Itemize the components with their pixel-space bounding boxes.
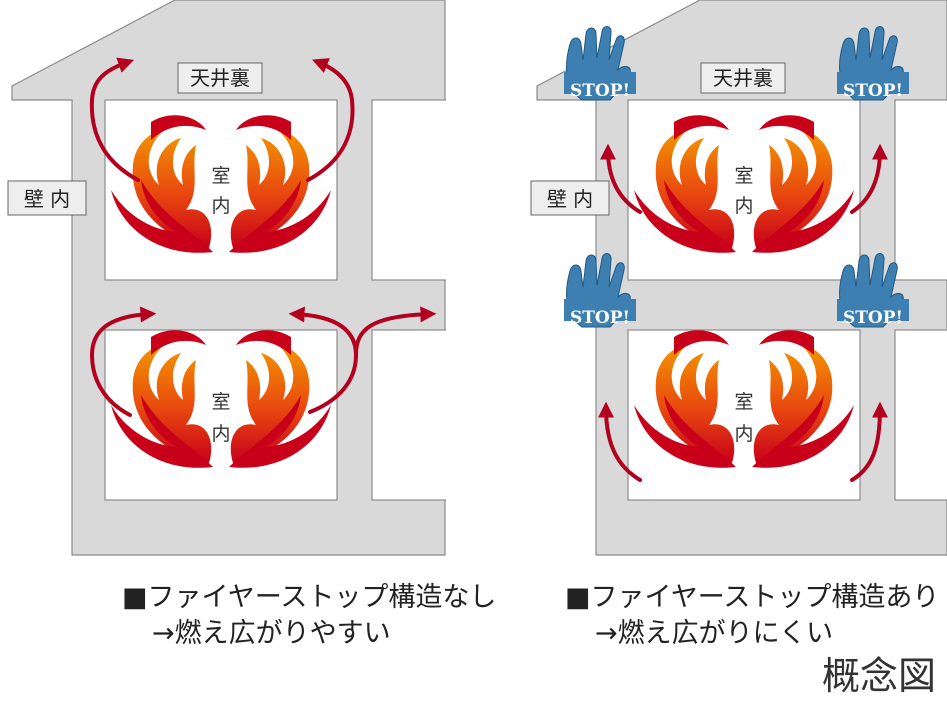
svg-text:天井裏: 天井裏 xyxy=(713,66,773,90)
caption-left-line1: ■ファイヤーストップ構造なし xyxy=(122,582,497,613)
svg-text:STOP!: STOP! xyxy=(843,308,903,328)
svg-text:STOP!: STOP! xyxy=(570,81,630,101)
room-label-lower-right-2: 内 xyxy=(734,423,753,445)
room-label-lower-left-2: 内 xyxy=(211,423,230,445)
svg-text:天井裏: 天井裏 xyxy=(190,66,250,90)
room-label-lower-left-1: 室 xyxy=(211,391,230,413)
caption-right-line2: →燃え広がりにくい xyxy=(595,618,834,649)
room-label-upper-right-1: 室 xyxy=(734,165,753,187)
wall-label-right: 壁 内 xyxy=(530,180,610,216)
stop-hand-icon: STOP! xyxy=(836,25,910,101)
arrow-icon xyxy=(598,143,888,482)
room-label-lower-right-1: 室 xyxy=(734,391,753,413)
room-label-upper-right-2: 内 xyxy=(734,195,753,217)
caption-with-firestop: ■ファイヤーストップ構造あり →燃え広がりにくい xyxy=(565,580,939,652)
stop-hand-icon: STOP! xyxy=(836,252,910,328)
stop-hand-icon: STOP! xyxy=(563,252,637,328)
room-label-upper-left-1: 室 xyxy=(211,165,230,187)
svg-text:STOP!: STOP! xyxy=(570,308,630,328)
caption-left-line2: →燃え広がりやすい xyxy=(152,618,391,649)
stop-hand-icon: STOP! xyxy=(563,25,637,101)
figure-note: 概念図 xyxy=(822,654,937,698)
arrow-icon xyxy=(89,57,437,417)
attic-label-right: 天井裏 xyxy=(700,62,786,94)
caption-no-firestop: ■ファイヤーストップ構造なし →燃え広がりやすい xyxy=(122,580,496,652)
svg-text:壁 内: 壁 内 xyxy=(547,187,593,211)
attic-label-left: 天井裏 xyxy=(177,62,263,94)
room-label-upper-left-2: 内 xyxy=(211,195,230,217)
caption-right-line1: ■ファイヤーストップ構造あり xyxy=(565,582,940,613)
house-right: 天井裏 壁 内 室 内 室 内 STOP! STOP! ST xyxy=(530,0,947,556)
svg-text:STOP!: STOP! xyxy=(843,81,903,101)
wall-label-left: 壁 内 xyxy=(7,180,87,216)
svg-text:壁 内: 壁 内 xyxy=(24,187,70,211)
house-left: 天井裏 壁 内 室 内 室 内 xyxy=(7,0,486,560)
